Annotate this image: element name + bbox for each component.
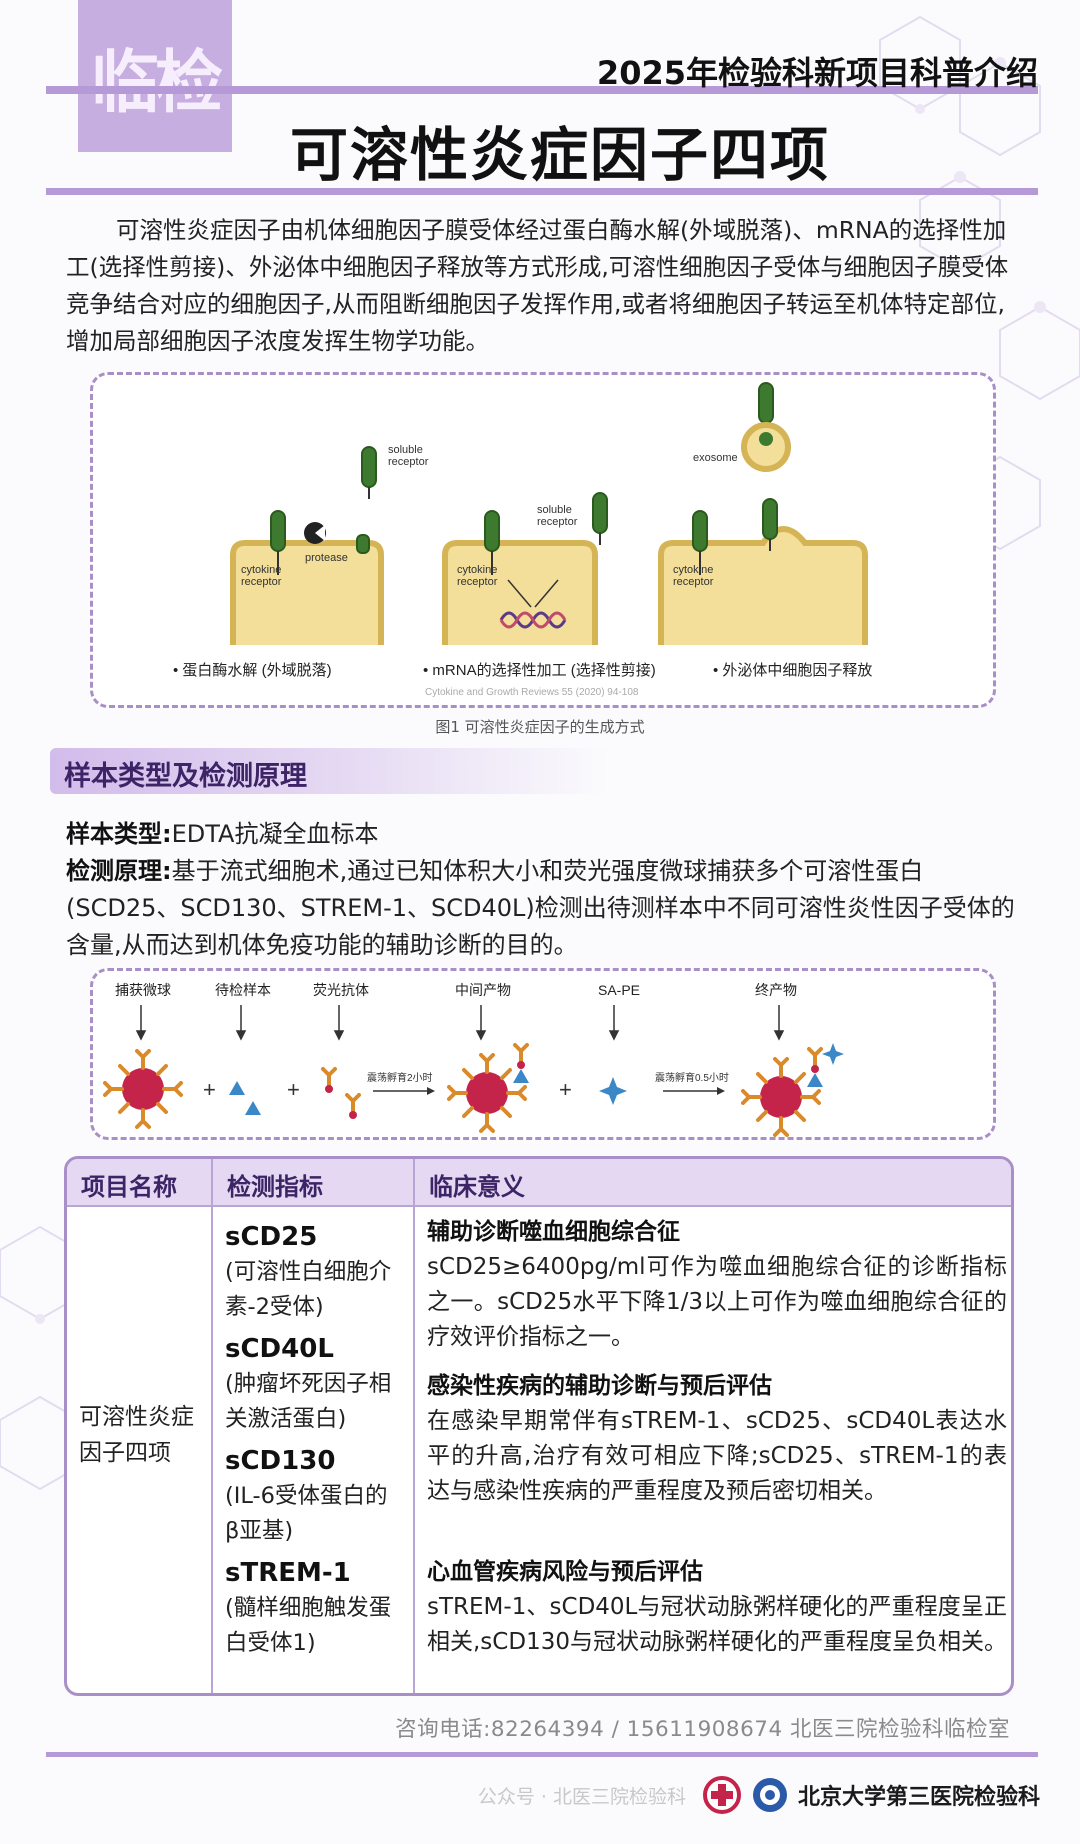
table-header-significance: 临床意义	[429, 1173, 525, 1201]
label-cytokine-receptor-3a: cytokine	[673, 564, 713, 576]
significance-body: sCD25≥6400pg/ml可作为噬血细胞综合征的诊断指标之一。sCD25水平…	[427, 1254, 1007, 1350]
significance-heading: 心血管疾病风险与预后评估	[427, 1559, 703, 1585]
significance-heading: 感染性疾病的辅助诊断与预后评估	[427, 1373, 772, 1399]
exosome-shape	[741, 422, 791, 472]
indicator-scd25: sCD25 (可溶性白细胞介素-2受体)	[225, 1219, 401, 1325]
footer-divider	[46, 1752, 1038, 1757]
figure-2-panel: 捕获微球 待检样本 荧光抗体 中间产物 SA-PE 终产物 + + 震荡孵育2小…	[90, 968, 996, 1140]
page-title: 可溶性炎症因子四项	[290, 121, 831, 189]
sape-star-icon	[599, 1077, 627, 1105]
fluor-antibody-icon	[321, 1067, 337, 1095]
indicator-code: sCD25	[225, 1222, 318, 1252]
f2-label-sample: 待检样本	[215, 982, 271, 998]
indicator-scd40l: sCD40L (肿瘤坏死因子相关激活蛋白)	[225, 1331, 401, 1437]
down-arrows	[135, 1005, 785, 1041]
section-header-bar	[50, 748, 610, 794]
table-header-project: 项目名称	[81, 1173, 177, 1201]
label-protease: protease	[305, 552, 348, 564]
contact-info: 咨询电话:82264394 / 15611908674 北医三院检验科临检室	[395, 1717, 1010, 1742]
figure-1-source: Cytokine and Growth Reviews 55 (2020) 94…	[425, 687, 639, 698]
principle-label: 检测原理:	[66, 857, 172, 885]
wechat-watermark: 公众号 · 北医三院检验科	[477, 1785, 686, 1808]
step-2-label: 震荡孵育0.5小时	[655, 1071, 729, 1084]
significance-body: 在感染早期常伴有sTREM-1、sCD25、sCD40L表达水平的升高,治疗有效…	[427, 1408, 1007, 1504]
sample-triangle-icon	[229, 1081, 245, 1095]
indicator-code: sCD40L	[225, 1334, 334, 1364]
intermediate-product-icon	[447, 1053, 527, 1133]
table-header	[67, 1159, 1011, 1205]
significance-infection: 感染性疾病的辅助诊断与预后评估 在感染早期常伴有sTREM-1、sCD25、sC…	[427, 1369, 1007, 1509]
brand-name: 北京大学第三医院检验科	[797, 1785, 1040, 1810]
sample-info: 样本类型:EDTA抗凝全血标本 检测原理:基于流式细胞术,通过已知体积大小和荧光…	[66, 816, 1016, 964]
project-name-cell: 可溶性炎症因子四项	[79, 1404, 194, 1466]
label-exosome: exosome	[693, 452, 738, 464]
sample-type-value: EDTA抗凝全血标本	[171, 820, 379, 848]
figure-1-bullet-3: • 外泌体中细胞因子释放	[713, 662, 872, 679]
page-subtitle: 2025年检验科新项目科普介绍	[596, 54, 1038, 92]
university-logo-icon	[752, 1778, 787, 1812]
f2-label-sape: SA-PE	[598, 982, 640, 998]
f2-label-fluor-antibody: 荧光抗体	[313, 982, 369, 998]
department-stamp: 临检	[78, 0, 232, 152]
significance-body: sTREM-1、sCD40L与冠状动脉粥样硬化的严重程度呈正相关,sCD130与…	[427, 1594, 1007, 1655]
figure-2-diagram: 捕获微球 待检样本 荧光抗体 中间产物 SA-PE 终产物 + + 震荡孵育2小…	[103, 982, 844, 1137]
receptor-shapes	[270, 382, 778, 554]
indicator-table: 项目名称 检测指标 临床意义 可溶性炎症因子四项 sCD25 (可溶性白细胞介素…	[64, 1156, 1014, 1696]
step-1-label: 震荡孵育2小时	[367, 1071, 433, 1084]
indicator-strem1: sTREM-1 (髓样细胞触发蛋白受体1)	[225, 1555, 401, 1661]
figure-1-bullet-1: • 蛋白酶水解 (外域脱落)	[173, 662, 332, 679]
sample-type-label: 样本类型:	[66, 820, 172, 848]
figure-1-bullet-2: • mRNA的选择性加工 (选择性剪接)	[423, 662, 656, 679]
significance-cardiovascular: 心血管疾病风险与预后评估 sTREM-1、sCD40L与冠状动脉粥样硬化的严重程…	[427, 1555, 1007, 1660]
principle-line: 检测原理:基于流式细胞术,通过已知体积大小和荧光强度微球捕获多个可溶性蛋白(SC…	[66, 853, 1016, 964]
f2-label-capture-bead: 捕获微球	[115, 982, 171, 998]
significance-hlh: 辅助诊断噬血细胞综合征 sCD25≥6400pg/ml可作为噬血细胞综合征的诊断…	[427, 1215, 1007, 1355]
f2-label-intermediate: 中间产物	[455, 982, 511, 998]
table-header-divider	[67, 1205, 1011, 1207]
label-soluble-receptor-1a: soluble	[388, 444, 423, 456]
footer-brand-row: 公众号 · 北医三院检验科 北京大学第三医院检验科	[478, 1772, 1040, 1818]
title-divider	[46, 188, 1038, 195]
final-product-icon	[741, 1057, 821, 1137]
label-soluble-receptor-2b: receptor	[537, 516, 578, 528]
table-column-divider-2	[413, 1159, 415, 1693]
indicator-desc: (可溶性白细胞介素-2受体)	[225, 1259, 392, 1320]
stamp-text: 临检	[90, 42, 223, 123]
label-cytokine-receptor-1b: receptor	[241, 576, 282, 588]
label-cytokine-receptor-2a: cytokine	[457, 564, 497, 576]
intro-paragraph: 可溶性炎症因子由机体细胞因子膜受体经过蛋白酶水解(外域脱落)、mRNA的选择性加…	[66, 216, 1009, 355]
sample-type-line: 样本类型:EDTA抗凝全血标本	[66, 816, 1016, 853]
indicator-code: sCD130	[225, 1446, 336, 1476]
label-soluble-receptor-1b: receptor	[388, 456, 429, 468]
figure-1-diagram: soluble receptor protease cytokine recep…	[173, 382, 872, 698]
table-header-indicator: 检测指标	[227, 1173, 323, 1201]
principle-value: 基于流式细胞术,通过已知体积大小和荧光强度微球捕获多个可溶性蛋白(SCD25、S…	[66, 857, 1015, 959]
indicator-desc: (IL-6受体蛋白的β亚基)	[225, 1483, 388, 1544]
label-soluble-receptor-2a: soluble	[537, 504, 572, 516]
indicator-scd130: sCD130 (IL-6受体蛋白的β亚基)	[225, 1443, 401, 1549]
table-column-divider-1	[211, 1159, 213, 1693]
capture-bead-icon	[103, 1049, 183, 1129]
plus-1: +	[203, 1077, 216, 1102]
header-divider	[46, 86, 1038, 94]
plus-2: +	[287, 1077, 300, 1102]
figure-1-caption: 图1 可溶性炎症因子的生成方式	[435, 718, 645, 736]
f2-label-final: 终产物	[755, 982, 797, 998]
label-cytokine-receptor-1a: cytokine	[241, 564, 281, 576]
figure-1-panel: soluble receptor protease cytokine recep…	[90, 372, 996, 708]
hospital-logo-icon	[702, 1776, 741, 1814]
indicator-desc: (髓样细胞触发蛋白受体1)	[225, 1595, 392, 1656]
indicator-code: sTREM-1	[225, 1558, 351, 1588]
plus-3: +	[559, 1077, 572, 1102]
indicator-desc: (肿瘤坏死因子相关激活蛋白)	[225, 1371, 392, 1432]
significance-heading: 辅助诊断噬血细胞综合征	[427, 1219, 680, 1245]
label-cytokine-receptor-2b: receptor	[457, 576, 498, 588]
section-title: 样本类型及检测原理	[64, 761, 307, 792]
label-cytokine-receptor-3b: receptor	[673, 576, 714, 588]
